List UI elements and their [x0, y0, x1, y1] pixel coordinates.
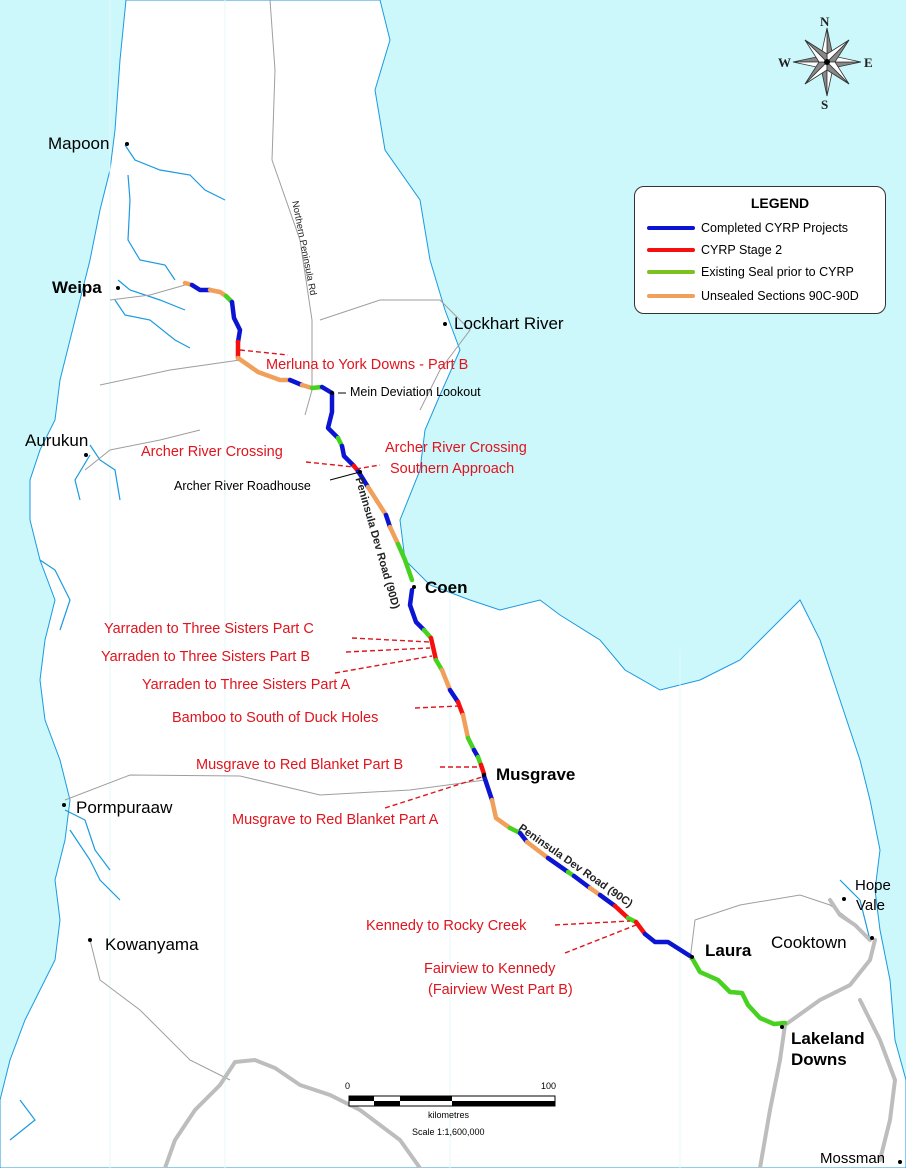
project-musgrave-red-blanket-b: Musgrave to Red Blanket Part B [196, 757, 404, 773]
grid-lines [109, 0, 681, 1168]
legend-label: CYRP Stage 2 [701, 243, 783, 257]
compass-east: E [864, 55, 873, 70]
legend-swatch-green [647, 270, 695, 274]
town-aurukun: Aurukun [25, 431, 89, 450]
project-archer-river-crossing: Archer River Crossing [141, 444, 283, 460]
project-yarraden-part-c: Yarraden to Three Sisters Part C [104, 621, 314, 637]
legend: LEGEND Completed CYRP Projects CYRP Stag… [634, 186, 886, 314]
town-musgrave: Musgrave [496, 765, 576, 784]
scale-end: 100 [541, 1081, 557, 1091]
legend-title: LEGEND [750, 195, 810, 211]
town-lockhart-river: Lockhart River [454, 314, 564, 333]
legend-item-unsealed: Unsealed Sections 90C-90D [647, 286, 859, 306]
compass-west: W [778, 55, 791, 70]
town-mossman: Mossman [820, 1150, 886, 1167]
project-bamboo-duck-holes: Bamboo to South of Duck Holes [172, 710, 379, 726]
compass-rose [792, 27, 862, 97]
place-archer-river-roadhouse: Archer River Roadhouse [174, 479, 311, 493]
legend-item-completed: Completed CYRP Projects [647, 218, 848, 238]
legend-label: Existing Seal prior to CYRP [701, 265, 854, 279]
legend-swatch-blue [647, 226, 695, 230]
legend-label: Completed CYRP Projects [701, 221, 849, 235]
town-lakeland-line1: Lakeland [791, 1029, 865, 1048]
town-lakeland-line2: Downs [791, 1050, 847, 1069]
legend-item-existing-seal: Existing Seal prior to CYRP [647, 262, 854, 282]
scale-start: 0 [345, 1081, 351, 1091]
town-coen: Coen [425, 578, 468, 597]
black-leaders [329, 392, 361, 481]
legend-item-stage2: CYRP Stage 2 [647, 240, 782, 260]
project-archer-southern-line2: Southern Approach [390, 461, 515, 477]
town-hope-vale-line1: Hope [855, 877, 891, 894]
rivers [9, 144, 871, 1141]
project-fairview-kennedy-line2: (Fairview West Part B) [428, 982, 573, 998]
compass-south: S [821, 97, 829, 112]
project-yarraden-part-a: Yarraden to Three Sisters Part A [142, 677, 351, 693]
project-kennedy-rocky-creek: Kennedy to Rocky Creek [366, 918, 527, 934]
legend-label: Unsealed Sections 90C-90D [701, 289, 859, 303]
town-laura: Laura [705, 941, 752, 960]
town-mapoon: Mapoon [48, 134, 110, 153]
legend-swatch-orange [647, 294, 695, 298]
project-fairview-kennedy-line1: Fairview to Kennedy [424, 961, 556, 977]
scale-bar [348, 1095, 556, 1107]
scale-ratio: Scale 1:1,600,000 [412, 1127, 485, 1137]
town-hope-vale-line2: Vale [856, 897, 885, 914]
boundaries [64, 0, 851, 1081]
project-yarraden-part-b: Yarraden to Three Sisters Part B [101, 649, 311, 665]
town-dots [62, 142, 902, 1164]
town-pormpuraaw: Pormpuraaw [76, 798, 173, 817]
place-mein-deviation-lookout: Mein Deviation Lookout [350, 385, 481, 399]
town-weipa: Weipa [52, 278, 102, 297]
town-kowanyama: Kowanyama [105, 935, 199, 954]
leader-lines [239, 349, 637, 954]
project-archer-southern-line1: Archer River Crossing [385, 440, 527, 456]
scale-unit: kilometres [428, 1110, 470, 1120]
project-merluna-york-downs: Merluna to York Downs - Part B [266, 357, 469, 373]
legend-swatch-red [647, 248, 695, 252]
major-roads [163, 898, 898, 1168]
town-cooktown: Cooktown [771, 933, 847, 952]
compass-north: N [820, 14, 830, 29]
pdr-segments [182, 280, 788, 1027]
project-musgrave-red-blanket-a: Musgrave to Red Blanket Part A [232, 812, 439, 828]
